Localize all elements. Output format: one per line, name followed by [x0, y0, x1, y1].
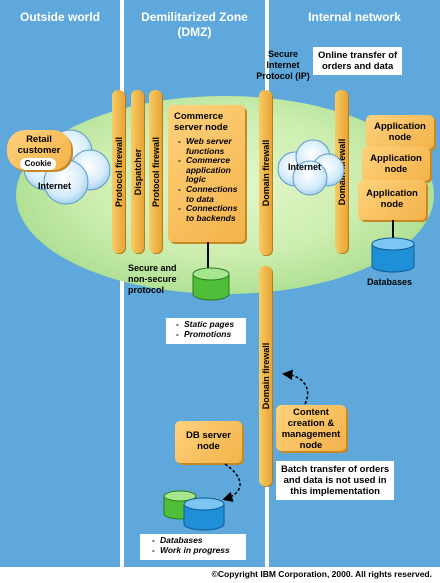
zone-outside-title: Outside world [19, 10, 100, 24]
secure-protocol-l2: non-secure [128, 274, 177, 284]
zone-divider-left [120, 0, 124, 567]
online-transfer-line1: Online transfer of [318, 50, 398, 61]
online-transfer-line2: orders and data [321, 61, 394, 72]
db-list: Databases Work in progress [148, 535, 246, 556]
secure-ip-line1: Secure [267, 49, 299, 59]
fn3-l1: Connections [186, 183, 238, 194]
dispatcher: Dispatcher [131, 90, 144, 253]
db-list-item: Work in progress [152, 545, 246, 556]
static-list-box: Static pages Promotions [166, 318, 246, 344]
commerce-server-node[interactable]: Commerce server node Web serverfunctions… [168, 105, 245, 242]
static-list-item: Promotions [176, 329, 246, 340]
app-to-db-line [392, 220, 394, 240]
cookie-badge: Cookie [20, 158, 56, 170]
zone-internal-title: Internal network [308, 10, 401, 24]
fn2-l2: application [186, 164, 231, 175]
zone-dmz-title: Demilitarized Zone (DMZ) [124, 0, 265, 40]
zone-dmz-title-line2: (DMZ) [177, 25, 212, 39]
content-node-title: Content creation & management node [276, 405, 346, 451]
internet-label-internal: Internet [288, 162, 322, 172]
online-transfer-label: Online transfer of orders and data [313, 47, 403, 75]
db-server-l1: DB server [186, 430, 231, 441]
internet-cloud-internal [277, 139, 345, 196]
secure-ip-label: Secure Internet Protocol (IP) [248, 49, 318, 82]
databases-internal-label: Databases [367, 277, 413, 287]
protocol-firewall-1: Protocol firewall [112, 90, 125, 253]
secure-ip-line2: Internet [266, 60, 300, 70]
fn3-l2: to data [186, 193, 214, 204]
fn1-l2: functions [186, 145, 225, 156]
secure-protocol-label: Secure and non-secure protocol [128, 263, 177, 296]
retail-customer-line1: Retail [26, 134, 52, 145]
databases-internal-icon [371, 237, 415, 273]
secure-ip-line3: Protocol (IP) [256, 71, 310, 81]
batch-l3: this implementation [290, 486, 380, 497]
app2-l2: node [384, 164, 408, 175]
dbserver-to-database-arrow [222, 463, 241, 502]
fn4-l2: to backends [186, 212, 236, 223]
commerce-title: Commerce server node [168, 105, 245, 133]
app3-l2: node [380, 199, 404, 210]
app2-l1: Application [370, 153, 422, 164]
retail-customer-line2: customer [17, 145, 61, 156]
zone-outside-world: Outside world [0, 0, 120, 567]
content-l1: Content [293, 407, 329, 418]
retail-customer-node[interactable]: Retail customer [7, 130, 71, 170]
static-db-icon [192, 267, 230, 301]
fn2-l1: Commerce [186, 155, 230, 166]
static-list: Static pages Promotions [172, 319, 246, 340]
batch-l2: and data is not used in [283, 475, 387, 486]
commerce-to-static-line [207, 242, 209, 270]
fn1-l1: Web server [186, 136, 232, 146]
app1-l1: Application [374, 121, 426, 132]
fn2-l3: logic [186, 174, 206, 185]
retail-customer-title: Retail customer [7, 130, 71, 156]
static-list-item: Static pages [176, 319, 246, 330]
domain-firewall-3: Domain firewall [259, 266, 272, 486]
content-l2: creation & [287, 418, 335, 429]
secure-protocol-l3: protocol [128, 285, 164, 295]
commerce-title-line1: Commerce [174, 111, 224, 122]
app3-l1: Application [366, 188, 418, 199]
internet-label-outside: Internet [38, 181, 72, 191]
copyright: ©Copyright IBM Corporation, 2000. All ri… [211, 569, 432, 579]
batch-transfer-note: Batch transfer of orders and data is not… [276, 461, 395, 500]
dmz-databases-icon [163, 490, 225, 531]
zone-dmz-title-line1: Demilitarized Zone [141, 10, 248, 24]
content-l4: node [299, 440, 323, 451]
content-management-node[interactable]: Content creation & management node [276, 405, 346, 451]
db-server-l2: node [197, 441, 220, 452]
secure-protocol-l1: Secure and [128, 263, 177, 273]
protocol-firewall-2: Protocol firewall [149, 90, 162, 253]
fn4-l1: Connections [186, 203, 238, 214]
content-l3: management [281, 429, 341, 440]
content-to-firewall-arrow [282, 369, 309, 405]
domain-firewall-1: Domain firewall [259, 90, 272, 255]
batch-l1: Batch transfer of orders [281, 464, 390, 475]
commerce-title-line2: server node [174, 122, 228, 133]
app1-l2: node [388, 132, 412, 143]
db-list-item: Databases [152, 535, 246, 546]
db-list-box: Databases Work in progress [140, 534, 246, 560]
